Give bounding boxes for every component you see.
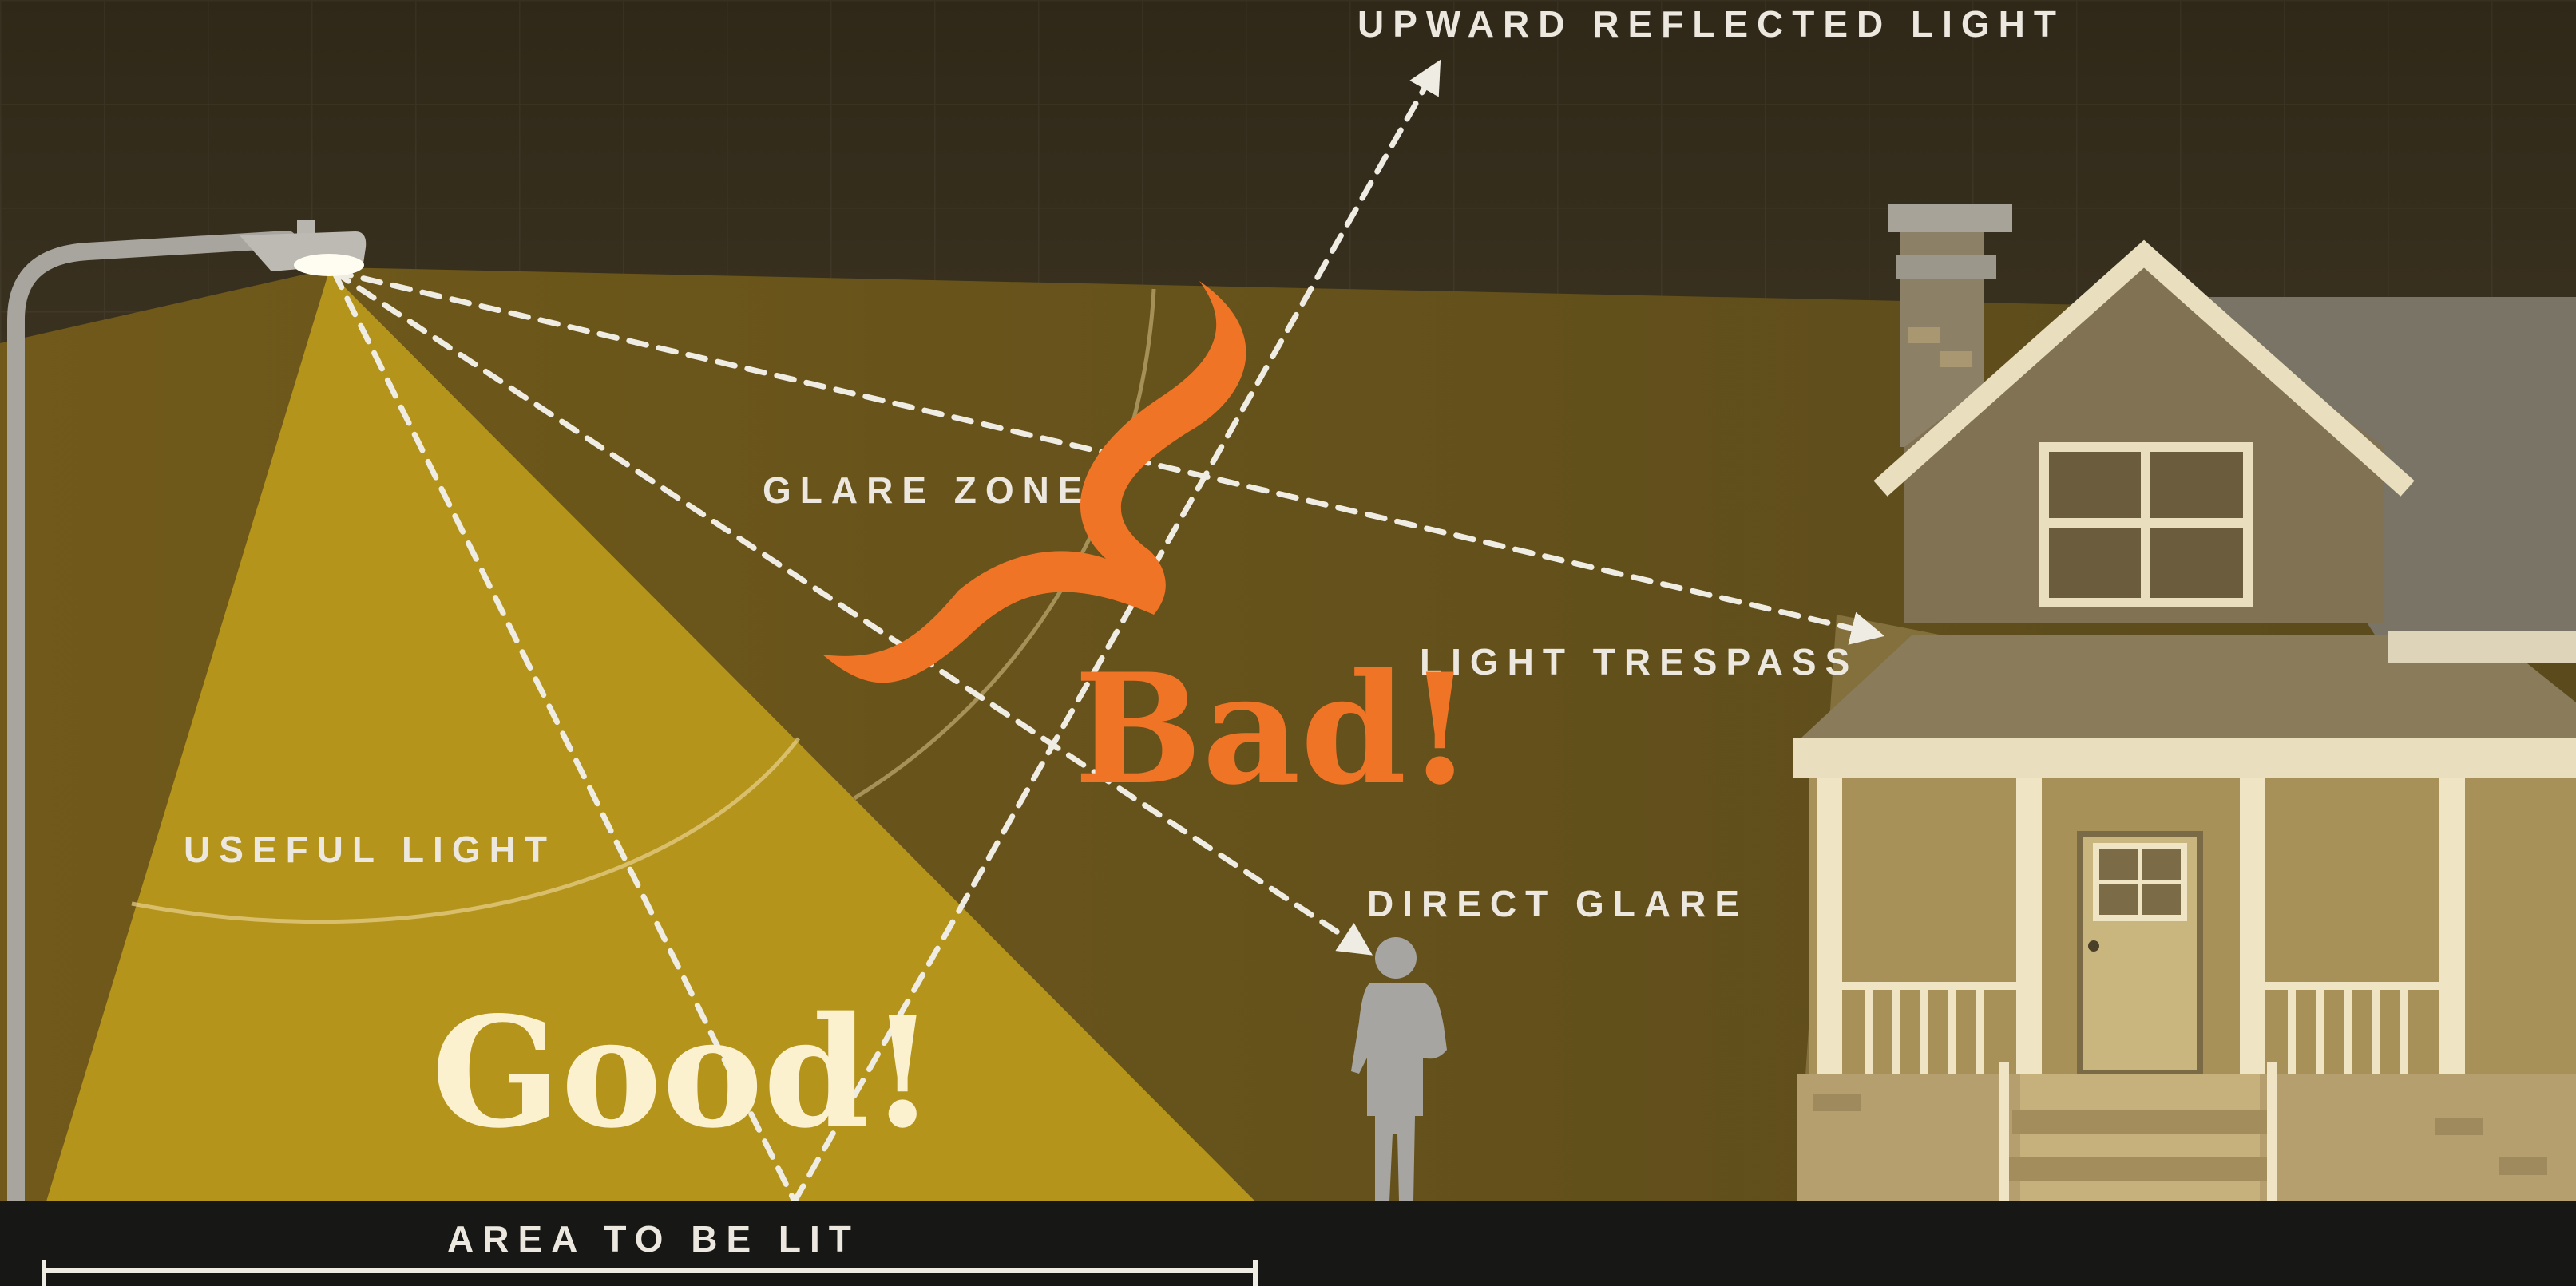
ground-band	[0, 1201, 2576, 1286]
annotation-good: Good!	[431, 983, 936, 1161]
label-glare-zone: GLARE ZONE	[763, 469, 1092, 511]
label-useful-light: USEFUL LIGHT	[184, 829, 556, 870]
label-direct-glare: DIRECT GLARE	[1367, 883, 1748, 924]
house-icon	[1793, 204, 2576, 1205]
annotation-bad: Bad!	[1074, 640, 1473, 818]
label-area-to-be-lit: AREA TO BE LIT	[447, 1218, 860, 1260]
label-upward-reflected-light: UPWARD REFLECTED LIGHT	[1357, 3, 2065, 45]
label-light-trespass: LIGHT TRESPASS	[1420, 641, 1858, 683]
